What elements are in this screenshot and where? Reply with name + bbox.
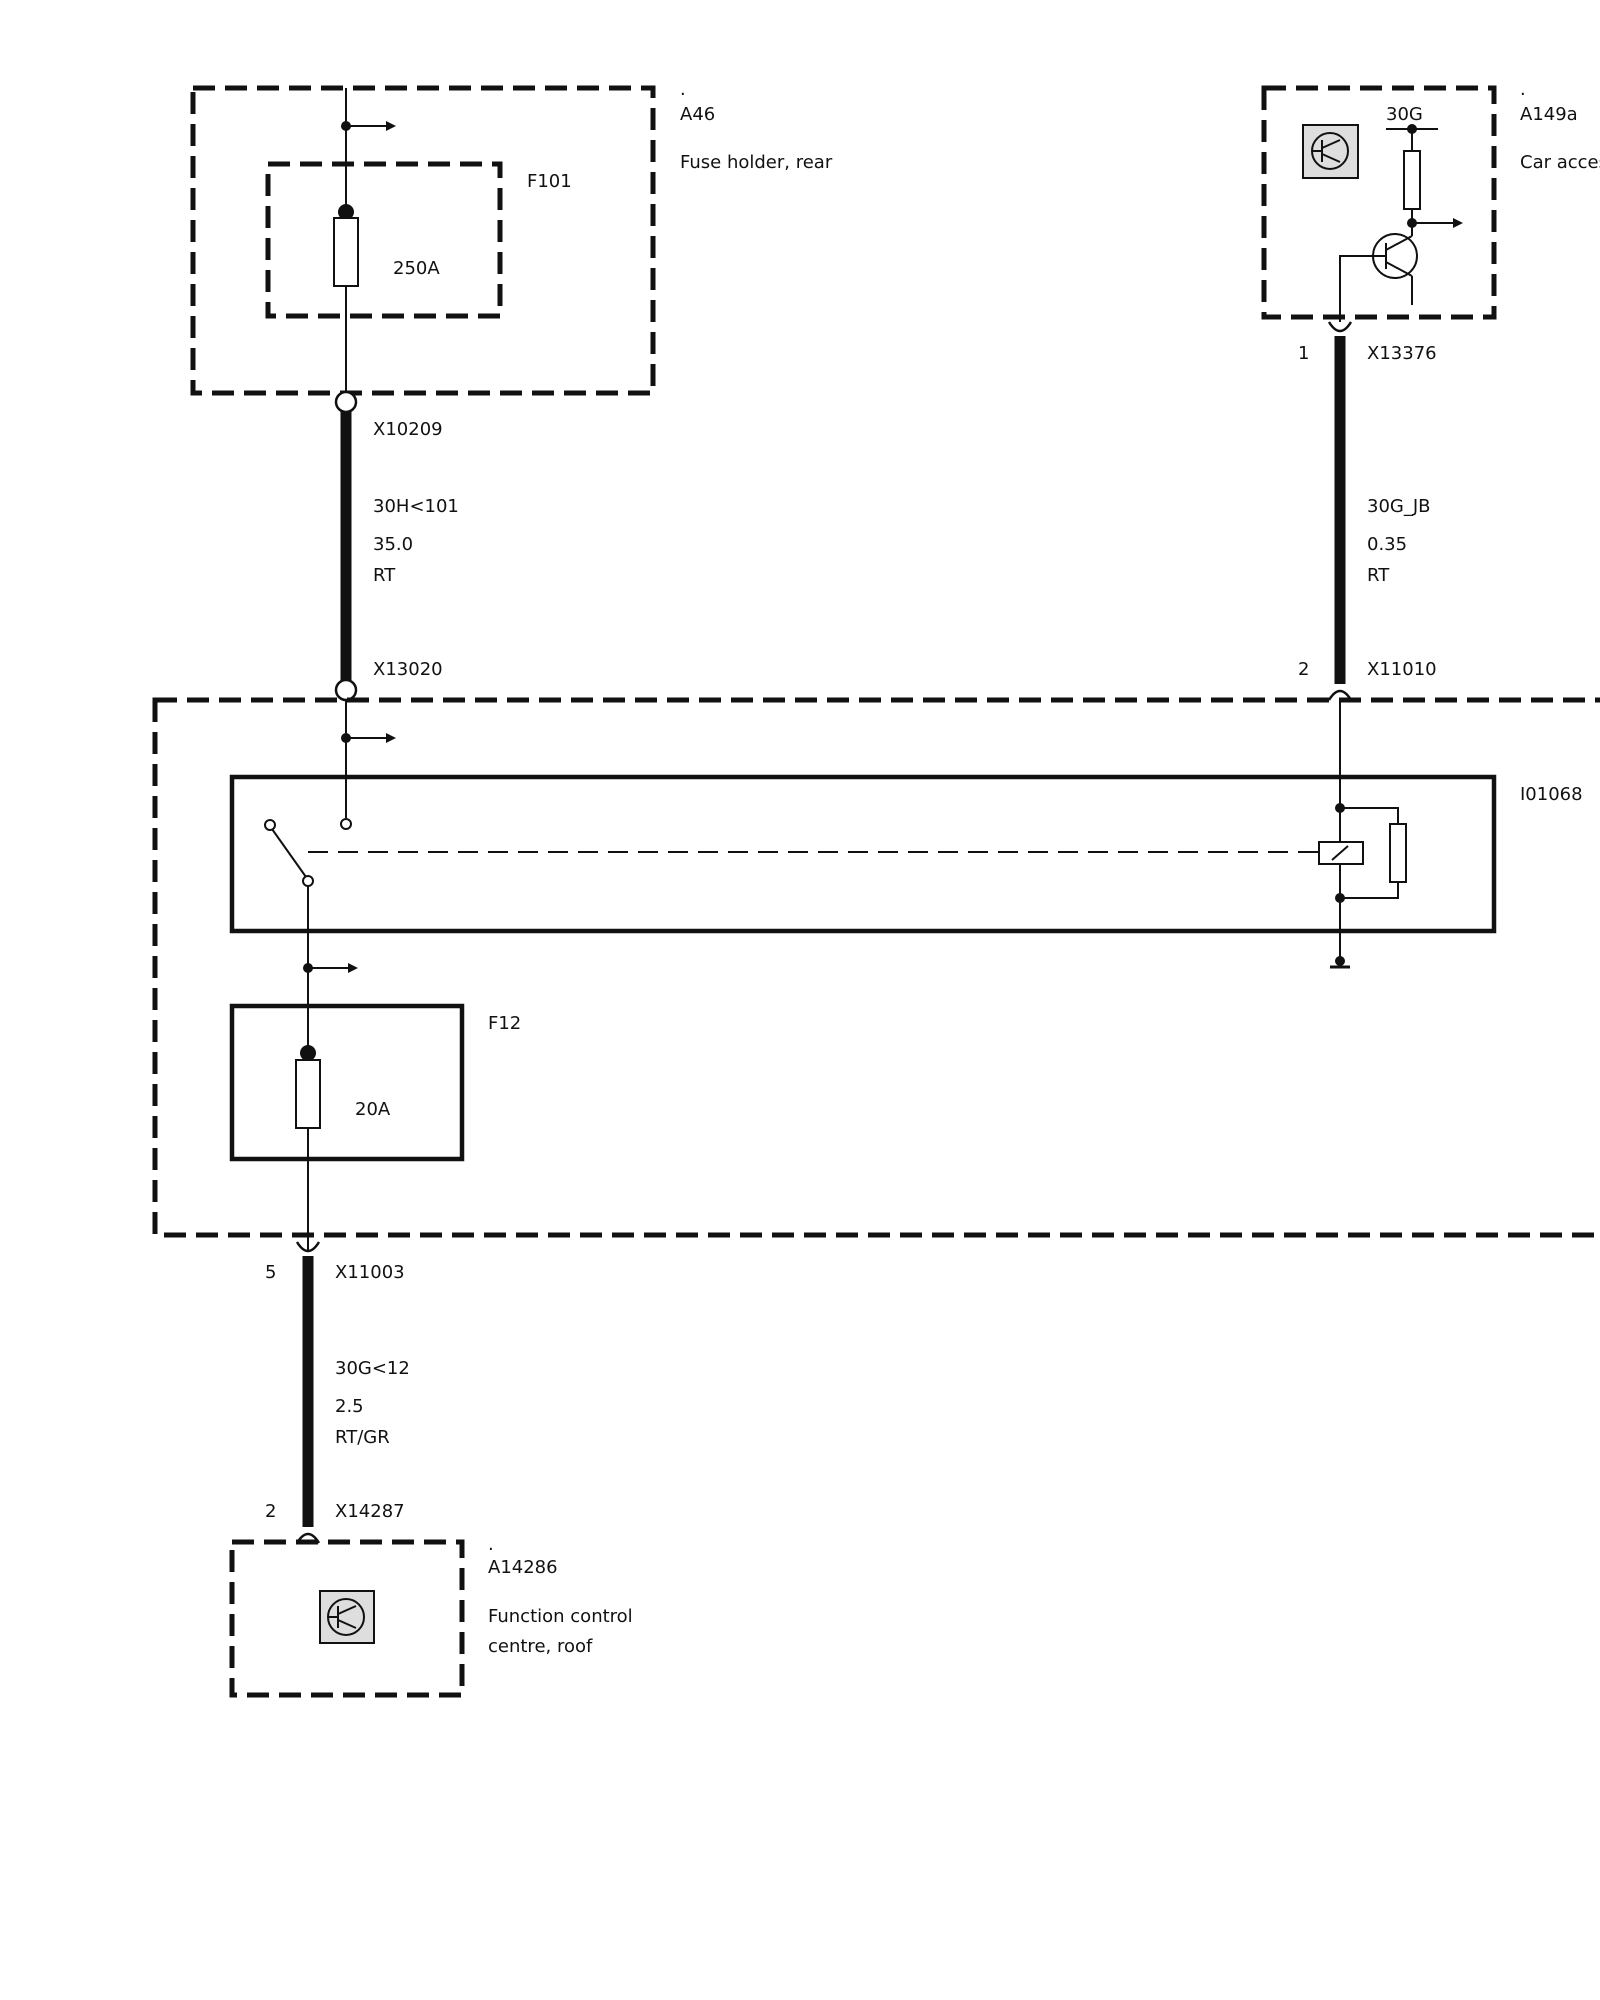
resistor-icon (1403, 150, 1421, 210)
wire-bottom-cross-section: 2.5 (335, 1396, 364, 1417)
module-a149a: 30G (1261, 85, 1497, 322)
fuse-f12-rating: 20A (355, 1099, 391, 1120)
a46-label: A46 (680, 104, 715, 125)
fuse-holder-a46: 250A F101 (190, 85, 656, 398)
a46-dot: . (680, 79, 686, 100)
fuse-f12-element (295, 1059, 321, 1129)
switch-contact (264, 819, 276, 831)
fuse-f12-label: F12 (488, 1013, 521, 1034)
ground-point (1335, 956, 1345, 966)
connector-x11003: X11003 (335, 1262, 405, 1283)
wire-right-signal: 30G_JB (1367, 496, 1431, 517)
a149a-dot: . (1520, 79, 1526, 100)
relay-i01068-label: I01068 (1520, 784, 1583, 805)
connector-x11003-pin: 5 (265, 1262, 276, 1283)
fuse-f101-rating: 250A (393, 258, 440, 279)
module-a14286 (229, 1539, 465, 1698)
wire-right-color: RT (1367, 565, 1390, 586)
junction-box (152, 697, 1600, 1238)
wire-30g-12 (295, 1241, 321, 1544)
connector-x14287-pin: 2 (265, 1501, 276, 1522)
wire-30g-jb (1327, 321, 1353, 701)
wire-left-cross-section: 35.0 (373, 534, 413, 555)
a14286-name-line2: centre, roof (488, 1636, 593, 1657)
wire-left-signal: 30H<101 (373, 496, 459, 517)
wire-left-color: RT (373, 565, 396, 586)
connector-x13020: X13020 (373, 659, 443, 680)
wire-bottom-color: RT/GR (335, 1427, 390, 1448)
connector-x14287: X14287 (335, 1501, 405, 1522)
fuse-f101-label: F101 (527, 171, 572, 192)
a149a-terminal-30g: 30G (1386, 104, 1423, 125)
a14286-label: A14286 (488, 1557, 558, 1578)
fuse-f101-element (333, 217, 359, 287)
connector-x11010-pin: 2 (1298, 659, 1309, 680)
a149a-name: Car acces (1520, 152, 1600, 173)
fuse-f12: 20A (229, 886, 465, 1252)
wire-30h-101 (334, 390, 358, 702)
relay-resistor-icon (1389, 823, 1407, 883)
relay-i01068 (229, 774, 1497, 934)
a149a-label: A149a (1520, 104, 1578, 125)
connector-x13376: X13376 (1367, 343, 1437, 364)
wire-right-cross-section: 0.35 (1367, 534, 1407, 555)
a46-name: Fuse holder, rear (680, 152, 833, 173)
relay-switch-arm (271, 828, 307, 878)
connector-x10209: X10209 (373, 419, 443, 440)
a14286-name-line1: Function control (488, 1606, 633, 1627)
fuse-f101-box (265, 161, 503, 319)
a14286-dot: . (488, 1534, 494, 1555)
connector-x11010: X11010 (1367, 659, 1437, 680)
connector-x13376-pin: 1 (1298, 343, 1309, 364)
wire-bottom-signal: 30G<12 (335, 1358, 410, 1379)
